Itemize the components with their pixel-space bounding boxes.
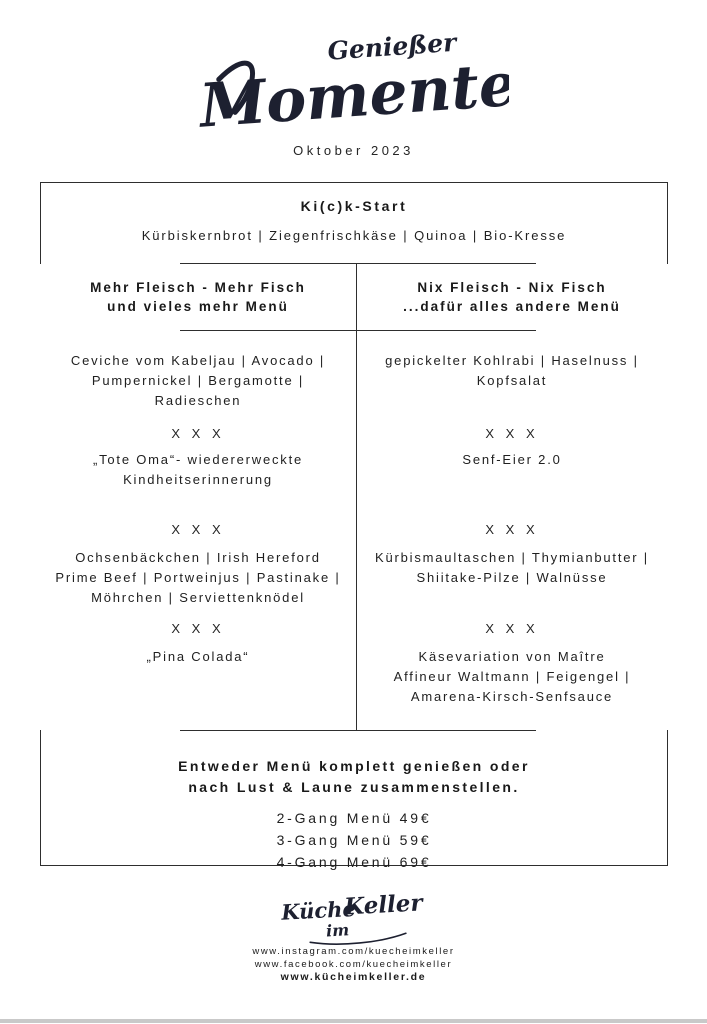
course-grid: Ceviche vom Kabeljau | Avocado | Pumpern… [40,330,668,730]
left-column-title: Mehr Fleisch - Mehr Fisch und vieles meh… [90,280,306,314]
bottom-edge-bar [0,1019,707,1023]
instagram-link: www.instagram.com/kuecheimkeller [252,946,455,957]
brand-logo-graphic: Genießer Momente [199,28,509,130]
course-separator: X X X [485,621,539,636]
footer-links: www.instagram.com/kuecheimkeller www.fac… [0,946,707,984]
left-course-4: „Pina Colada“ [146,649,250,664]
left-course-1: Ceviche vom Kabeljau | Avocado | Pumpern… [70,353,326,408]
box-border-left-top [40,182,41,264]
brand-flourish [215,60,255,115]
left-course-2: „Tote Oma“- wiedererweckte Kindheitserin… [92,452,304,487]
facebook-link: www.facebook.com/kuecheimkeller [254,958,453,970]
logo-word-kueche: Küche [279,896,356,925]
course-separator: X X X [485,522,539,537]
course-separator: X X X [171,522,225,537]
website-link: www.kücheimkeller.de [280,971,427,983]
divider-above-footer-note [180,730,536,731]
right-course-2: Senf-Eier 2.0 [462,452,562,467]
starter-title: Ki(c)k-Start [300,198,408,214]
divider-above-headers [180,263,536,264]
brand-logo: Genießer Momente [0,18,707,130]
course-separator: X X X [171,426,225,441]
menu-box: Ki(c)k-Start Kürbiskernbrot | Ziegenfris… [40,182,668,870]
left-course-3: Ochsenbäckchen | Irish Hereford Prime Be… [55,550,341,605]
course-separator: X X X [485,426,539,441]
box-border-top [40,182,668,183]
right-course-3: Kürbismaultaschen | Thymianbutter | Shii… [374,550,649,585]
restaurant-logo: Küche Keller im [0,888,707,948]
menu-prices: 2-Gang Menü 49€ 3-Gang Menü 59€ 4-Gang M… [276,810,432,870]
box-border-left-bottom [40,730,41,866]
right-column-title: Nix Fleisch - Nix Fisch ...dafür alles a… [403,280,621,314]
menu-note: Entweder Menü komplett genießen oder nac… [178,758,530,795]
right-course-4: Käsevariation von Maître Affineur Waltma… [393,649,631,704]
box-border-right-bottom [667,730,668,866]
right-course-1: gepickelter Kohlrabi | Haselnuss | Kopfs… [385,353,639,388]
logo-flourish [308,932,407,945]
starter-items: Kürbiskernbrot | Ziegenfrischkäse | Quin… [141,228,567,243]
box-border-bottom [40,865,668,866]
menu-date: Oktober 2023 [293,143,414,158]
logo-word-im: im [325,920,349,940]
course-separator: X X X [171,621,225,636]
column-headers: Mehr Fleisch - Mehr Fisch und vieles meh… [40,264,668,330]
logo-word-keller: Keller [342,889,425,920]
restaurant-logo-graphic: Küche Keller im [279,889,425,945]
box-border-right-top [667,182,668,264]
divider-below-headers [180,330,536,331]
column-divider [356,263,357,731]
